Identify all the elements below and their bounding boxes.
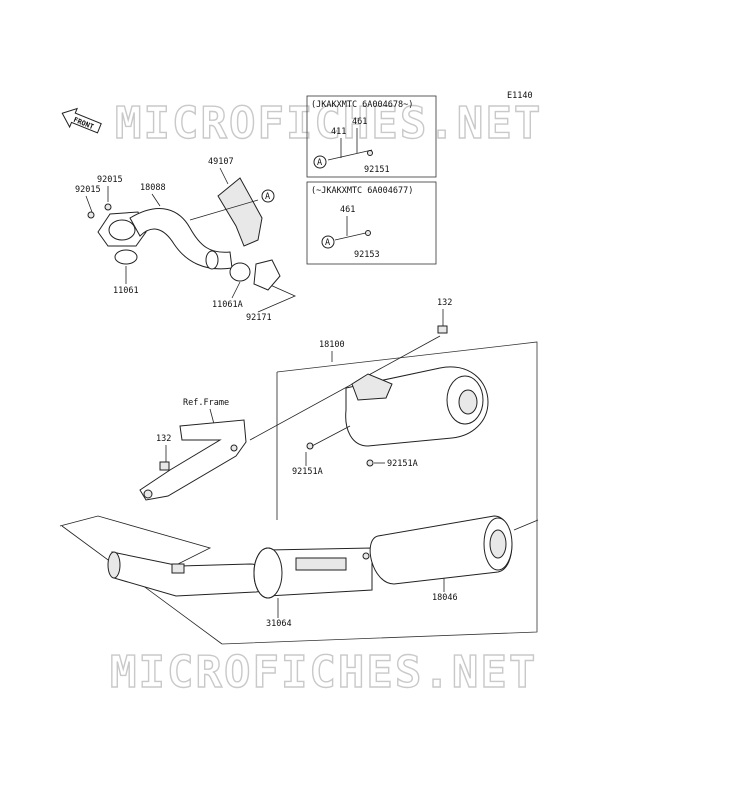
insert-31064-face bbox=[253, 547, 283, 599]
gasket-11061 bbox=[114, 249, 138, 265]
bolt-92151a-right-icon bbox=[366, 459, 374, 467]
inset-early-marker-icon bbox=[321, 235, 335, 249]
inset-late-label-461: 461 bbox=[352, 117, 367, 127]
silencer-outlet bbox=[489, 529, 507, 559]
label-ref-frame: Ref.Frame bbox=[183, 398, 229, 408]
bolt-132-top-icon bbox=[437, 325, 448, 334]
nut-92015-upper-icon bbox=[104, 203, 112, 211]
inset-late-marker: A bbox=[317, 158, 322, 168]
leader-ref-frame bbox=[209, 408, 215, 425]
leader-92151a-left bbox=[311, 425, 351, 447]
inset-late-bolt-icon bbox=[367, 150, 373, 156]
muffler-bracket bbox=[351, 373, 393, 401]
leader-silencer-outline bbox=[513, 519, 539, 531]
frame-hole-upper bbox=[230, 444, 238, 452]
frame-hole-lower bbox=[143, 489, 153, 499]
muffler-group-outline bbox=[221, 341, 538, 645]
label-92015-upper: 92015 bbox=[97, 175, 123, 185]
leader-49107 bbox=[219, 167, 229, 185]
label-92151a-right: 92151A bbox=[387, 459, 418, 469]
muffler-outlet bbox=[458, 389, 478, 415]
outline-tailpipe bbox=[59, 515, 212, 569]
inset-late-title: (JKAKXMTC 6A004678~) bbox=[311, 100, 413, 110]
leader-92171 bbox=[257, 283, 296, 313]
label-18100: 18100 bbox=[319, 340, 345, 350]
bolt-132-frame-icon bbox=[159, 461, 170, 471]
label-132-top: 132 bbox=[437, 298, 452, 308]
tail-pipe bbox=[111, 551, 269, 597]
label-31064: 31064 bbox=[266, 619, 292, 629]
header-flange-port bbox=[108, 219, 136, 241]
label-92015-lower: 92015 bbox=[75, 185, 101, 195]
watermark-bottom: MICROFICHES.NET bbox=[110, 647, 537, 698]
marker-a: A bbox=[265, 192, 270, 202]
inset-late-leader bbox=[327, 149, 373, 161]
marker-a-icon bbox=[261, 189, 275, 203]
leader-guard-to-A bbox=[189, 199, 259, 221]
label-11061a: 11061A bbox=[212, 300, 243, 310]
label-18088: 18088 bbox=[140, 183, 166, 193]
label-11061: 11061 bbox=[113, 286, 139, 296]
inset-early-leader bbox=[334, 231, 371, 241]
clamp-92171 bbox=[253, 259, 281, 291]
bolt-92151a-left-icon bbox=[306, 442, 314, 450]
leader-18088 bbox=[151, 193, 161, 207]
watermark-top: MICROFICHES.NET bbox=[115, 98, 542, 149]
heat-guard-49107 bbox=[217, 177, 263, 247]
inset-early-bolt-icon bbox=[365, 230, 371, 236]
ring-11061a bbox=[229, 262, 251, 282]
inset-early-marker: A bbox=[325, 238, 330, 248]
inset-late-label-411: 411 bbox=[331, 127, 346, 137]
inset-early-label-92153: 92153 bbox=[354, 250, 380, 260]
front-label: FRONT bbox=[72, 116, 95, 131]
front-arrow-icon: FRONT bbox=[61, 107, 102, 134]
insert-31064-mesh bbox=[295, 557, 347, 571]
inset-box-late bbox=[306, 95, 437, 178]
inset-late-marker-icon bbox=[313, 155, 327, 169]
inset-late-label-92151: 92151 bbox=[364, 165, 390, 175]
tail-pipe-inlet bbox=[107, 551, 121, 579]
label-132-frame: 132 bbox=[156, 434, 171, 444]
label-92151a-left: 92151A bbox=[292, 467, 323, 477]
label-18046: 18046 bbox=[432, 593, 458, 603]
tail-pipe-tab bbox=[171, 563, 185, 574]
frame-bracket bbox=[139, 419, 247, 501]
inset-early-label-461: 461 bbox=[340, 205, 355, 215]
label-92171: 92171 bbox=[246, 313, 272, 323]
inset-early-title: (~JKAKXMTC 6A004677) bbox=[311, 186, 413, 196]
leader-11061a bbox=[231, 281, 241, 299]
header-pipe-outlet bbox=[205, 250, 219, 270]
nut-92015-lower-icon bbox=[87, 211, 95, 219]
leader-bolt-line bbox=[249, 335, 441, 441]
inset-box-early bbox=[306, 181, 437, 265]
label-49107: 49107 bbox=[208, 157, 234, 167]
leader-92015-lower bbox=[85, 195, 93, 213]
insert-31064-screw bbox=[362, 552, 370, 560]
diagram-code: E1140 bbox=[507, 91, 533, 101]
insert-31064-tube bbox=[267, 547, 373, 597]
